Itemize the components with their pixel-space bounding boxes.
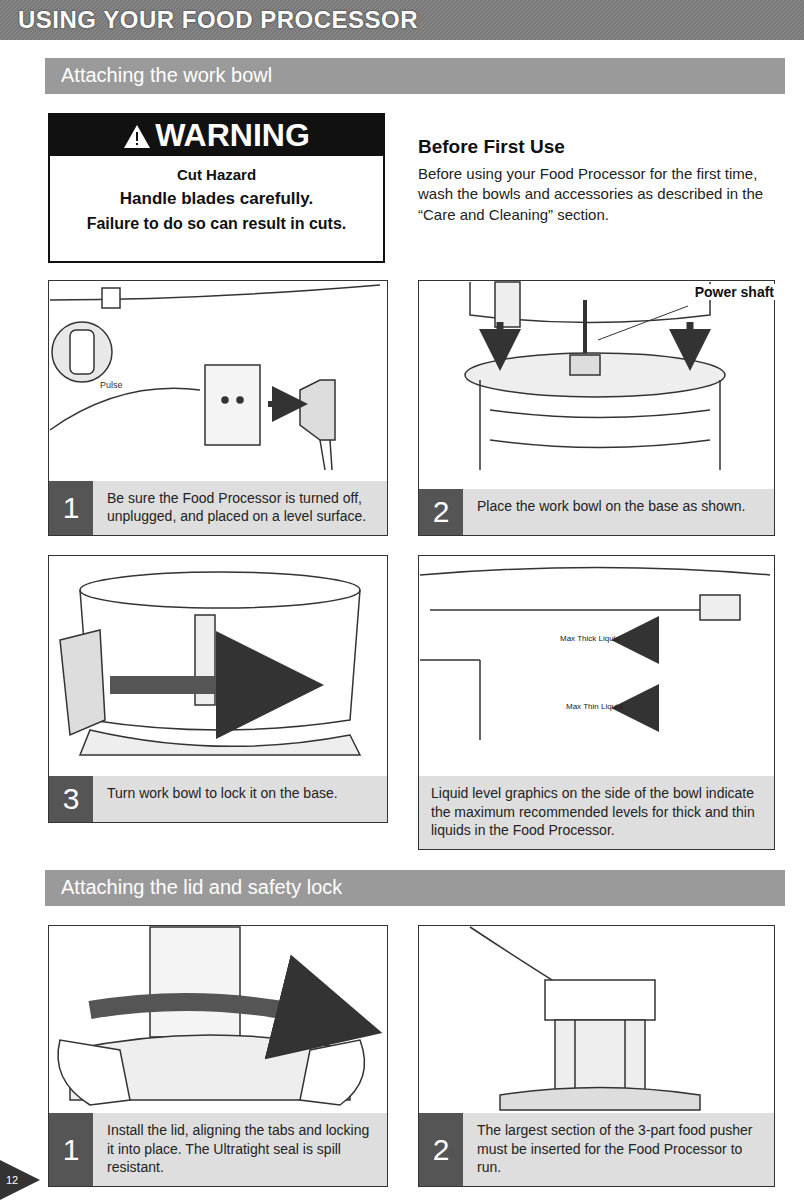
lid-figure [58, 927, 365, 1105]
step-number: 1 [49, 1113, 93, 1186]
level-mark: Max Thick Liquid [560, 634, 632, 643]
warning-icon [123, 123, 151, 149]
unplug-figure [50, 285, 380, 470]
liquid-level-figure [420, 568, 770, 741]
step-panel: Be sure the Food Processor is turned off… [48, 280, 388, 536]
level-mark: Max Thin Liquid [566, 702, 632, 711]
header-bar [0, 0, 804, 40]
step-panel: Install the lid, aligning the tabs and l… [48, 925, 388, 1187]
step-number: 2 [419, 489, 463, 535]
section-band: Attaching the work bowl [45, 58, 785, 94]
section-heading: Attaching the lid and safety lock [61, 876, 769, 899]
caption-band: Liquid level graphics on the side of the… [419, 776, 774, 849]
warning-word: WARNING [155, 117, 310, 154]
bowl-on-base-figure [465, 282, 725, 470]
section-heading: Attaching the work bowl [61, 64, 769, 87]
step-panel: The largest section of the 3-part food p… [418, 925, 775, 1187]
body-text: Before using your Food Processor for the… [418, 164, 783, 225]
step-number-text: 1 [63, 1133, 80, 1167]
step-caption: Turn work bowl to lock it on the base. [107, 784, 377, 802]
section-band: Attaching the lid and safety lock [45, 870, 785, 906]
subheading: Before First Use [418, 136, 788, 158]
food-pusher-figure [470, 927, 700, 1110]
step-caption: Install the lid, aligning the tabs and l… [107, 1121, 377, 1176]
caption-band: The largest section of the 3-part food p… [419, 1113, 774, 1186]
step-number: 2 [419, 1113, 463, 1186]
warning-text: Handle blades carefully. [50, 189, 383, 209]
step-number-text: 3 [63, 782, 80, 816]
step-caption: Be sure the Food Processor is turned off… [107, 489, 377, 525]
caption-band: Place the work bowl on the base as shown… [419, 489, 774, 535]
warning-text: Failure to do so can result in cuts. [50, 215, 383, 233]
step-number: 3 [49, 776, 93, 822]
step-caption: Liquid level graphics on the side of the… [431, 784, 764, 839]
warning-box: WARNING Cut HazardHandle blades carefully… [48, 113, 385, 263]
page-tab [0, 1160, 40, 1200]
part-label: Power shaft [692, 284, 776, 300]
step-number: 1 [49, 481, 93, 535]
step-number-text: 2 [433, 495, 450, 529]
step-panel: Place the work bowl on the base as shown… [418, 280, 775, 536]
knob-label: Pulse [100, 380, 150, 390]
warning-text: Cut Hazard [50, 166, 383, 183]
step-caption: The largest section of the 3-part food p… [477, 1121, 764, 1176]
page-number: 12 [6, 1174, 32, 1186]
step-number-text: 2 [433, 1133, 450, 1167]
step-number-text: 1 [63, 491, 80, 525]
turn-bowl-figure [60, 572, 360, 755]
caption-band: Turn work bowl to lock it on the base. 3 [49, 776, 387, 822]
warning-header: WARNING [50, 115, 383, 156]
step-caption: Place the work bowl on the base as shown… [477, 497, 764, 515]
caption-band: Be sure the Food Processor is turned off… [49, 481, 387, 535]
caption-band: Install the lid, aligning the tabs and l… [49, 1113, 387, 1186]
page-title: USING YOUR FOOD PROCESSOR [18, 6, 418, 34]
step-panel: Turn work bowl to lock it on the base. 3 [48, 555, 388, 823]
